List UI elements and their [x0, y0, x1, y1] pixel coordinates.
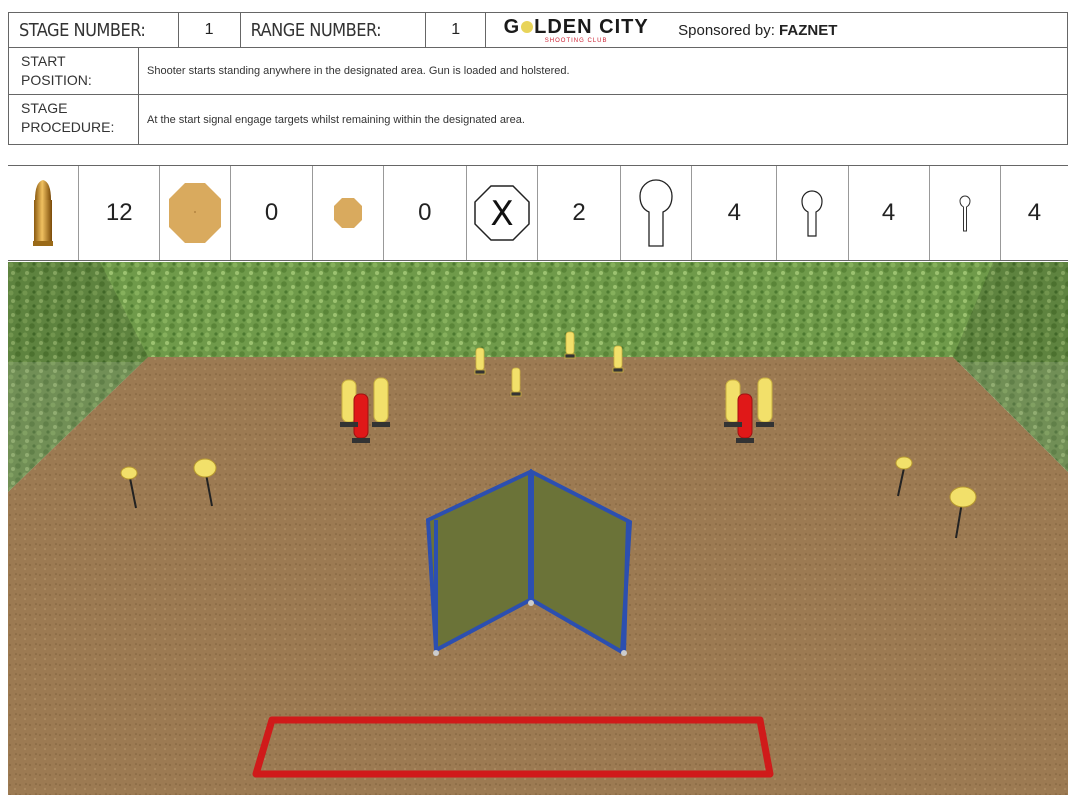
logo-letter: G [504, 16, 521, 38]
target-count-strip: 12 0 0 X 2 4 4 4 [8, 165, 1068, 261]
start-position-row: START POSITION: Shooter starts standing a… [8, 48, 1068, 95]
small-popper-count: 4 [1001, 166, 1068, 260]
sponsor-name: FAZNET [779, 22, 837, 39]
start-label-line2: POSITION: [21, 72, 92, 88]
sponsor-cell: G LDEN CITY SHOOTING CLUB Sponsored by: F… [486, 13, 1067, 47]
stage-number-label: STAGE NUMBER: [9, 13, 179, 47]
small-popper-icon [930, 166, 1001, 260]
range-number-label: RANGE NUMBER: [241, 13, 427, 47]
stage-number-value: 1 [179, 13, 241, 47]
procedure-label-line2: PROCEDURE: [21, 119, 114, 135]
no-shoot-count: 2 [538, 166, 621, 260]
sponsor-line: Sponsored by: FAZNET [666, 22, 837, 39]
start-label-line1: START [21, 53, 66, 69]
stage-briefing-sheet: STAGE NUMBER: 1 RANGE NUMBER: 1 G LDEN CI… [8, 12, 1068, 795]
large-octagon-plate-icon [160, 166, 231, 260]
club-logo: G LDEN CITY SHOOTING CLUB [486, 17, 666, 44]
header-row: STAGE NUMBER: 1 RANGE NUMBER: 1 G LDEN CI… [8, 12, 1068, 48]
logo-text: LDEN CITY [534, 16, 649, 38]
rounds-count: 12 [79, 166, 160, 260]
no-shoot-icon: X [467, 166, 538, 260]
stage-procedure-text: At the start signal engage targets whils… [139, 95, 525, 144]
medium-popper-count: 4 [849, 166, 930, 260]
back-berm [8, 262, 1068, 362]
stage-procedure-row: STAGE PROCEDURE: At the start signal enga… [8, 95, 1068, 145]
small-octagon-count: 0 [384, 166, 467, 260]
svg-text:X: X [490, 194, 513, 234]
procedure-label-line1: STAGE [21, 100, 67, 116]
large-popper-icon [621, 166, 692, 260]
range-number-value: 1 [426, 13, 486, 47]
logo-ball-icon [521, 21, 533, 33]
start-position-label: START POSITION: [9, 48, 139, 94]
medium-popper-icon [777, 166, 848, 260]
stage-diagram [8, 262, 1068, 795]
start-position-text: Shooter starts standing anywhere in the … [139, 48, 570, 94]
large-octagon-count: 0 [231, 166, 312, 260]
logo-subtitle: SHOOTING CLUB [545, 38, 608, 44]
cartridge-icon [8, 166, 79, 260]
range-number-text: RANGE NUMBER: [241, 20, 382, 41]
small-octagon-plate-icon [313, 166, 384, 260]
stage-number-text: STAGE NUMBER: [9, 20, 145, 41]
stage-procedure-label: STAGE PROCEDURE: [9, 95, 139, 144]
large-popper-count: 4 [692, 166, 777, 260]
sponsor-prefix: Sponsored by: [678, 22, 779, 39]
